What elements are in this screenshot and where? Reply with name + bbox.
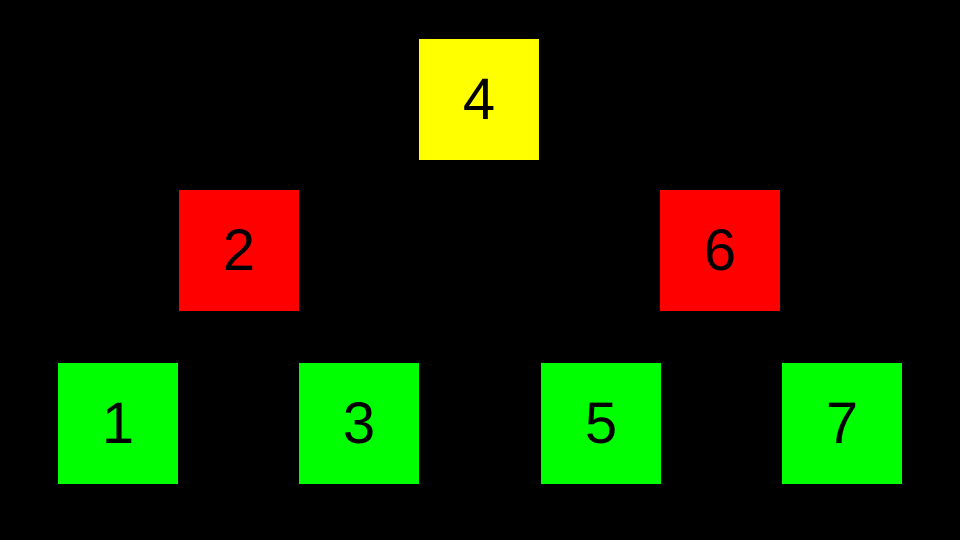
tree-node-4[interactable]: 4 (419, 39, 539, 160)
tree-node-1[interactable]: 1 (58, 363, 178, 484)
tree-node-6[interactable]: 6 (660, 190, 780, 311)
node-label: 3 (342, 390, 376, 456)
node-label: 2 (222, 217, 256, 283)
tree-node-7[interactable]: 7 (782, 363, 902, 484)
node-label: 7 (825, 390, 859, 456)
node-label: 6 (703, 217, 737, 283)
tree-node-3[interactable]: 3 (299, 363, 419, 484)
node-label: 5 (584, 390, 618, 456)
tree-node-2[interactable]: 2 (179, 190, 299, 311)
node-label: 4 (462, 66, 496, 132)
tree-node-5[interactable]: 5 (541, 363, 661, 484)
node-label: 1 (101, 390, 135, 456)
